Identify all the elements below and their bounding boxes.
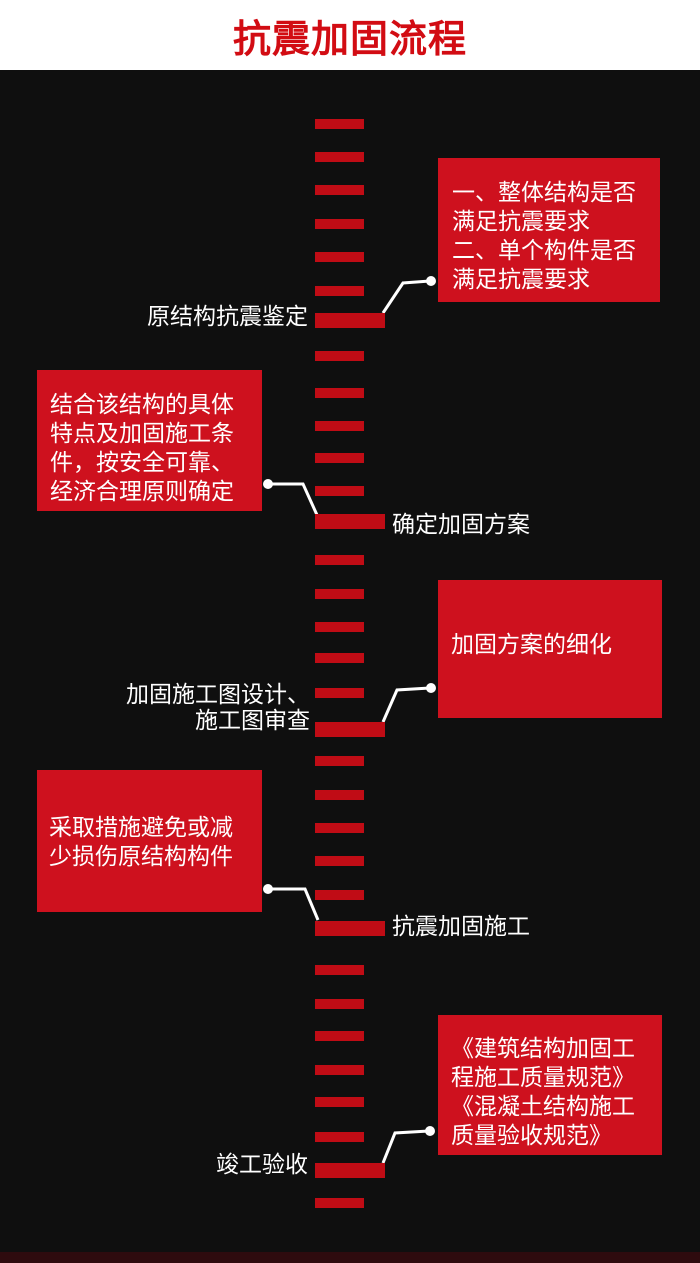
timeline-dash (315, 1031, 364, 1041)
timeline-dash (315, 185, 364, 195)
timeline-node-dash (315, 722, 385, 737)
timeline-dash (315, 688, 364, 698)
timeline-dash (315, 653, 364, 663)
timeline-dash (315, 1097, 364, 1107)
timeline-node-dash (315, 921, 385, 936)
timeline-dash (315, 555, 364, 565)
bottom-accent-bar (0, 1252, 700, 1263)
timeline-dash (315, 890, 364, 900)
step-label-original-structure-appraisal: 原结构抗震鉴定 (147, 303, 308, 329)
connector-callout2-to-step2 (263, 479, 319, 516)
connector-step1-to-callout1 (381, 276, 436, 314)
timeline-dash (315, 790, 364, 800)
timeline-dash (315, 388, 364, 398)
connector-step5-to-callout5 (381, 1126, 435, 1164)
timeline-dash (315, 823, 364, 833)
step-label-completion-acceptance: 竣工验收 (216, 1151, 308, 1177)
timeline-dash (315, 589, 364, 599)
callout-plan-principles: 结合该结构的具体 特点及加固施工条 件，按安全可靠、 经济合理原则确定 (37, 370, 262, 511)
timeline-dash (315, 1132, 364, 1142)
timeline-dash (315, 756, 364, 766)
step-label-determine-plan: 确定加固方案 (392, 511, 530, 537)
timeline-dash (315, 421, 364, 431)
page-title: 抗震加固流程 (232, 18, 467, 61)
timeline-dash (315, 453, 364, 463)
callout-avoid-damage: 采取措施避免或减 少损伤原结构构件 (37, 770, 262, 912)
connector-step3-to-callout3 (381, 683, 436, 723)
timeline-dash (315, 219, 364, 229)
timeline-node-dash (315, 514, 385, 529)
timeline-dash (315, 1065, 364, 1075)
connector-callout4-to-step4 (263, 884, 320, 921)
step-label-drawing-design-review: 加固施工图设计、 施工图审查 (126, 681, 310, 733)
timeline-dash (315, 622, 364, 632)
timeline-node-dash (315, 1163, 385, 1178)
timeline-dash (315, 856, 364, 866)
timeline-dash (315, 351, 364, 361)
timeline-dash (315, 119, 364, 129)
timeline-dash (315, 152, 364, 162)
timeline-dash (315, 486, 364, 496)
callout-quality-specifications: 《建筑结构加固工 程施工质量规范》 《混凝土结构施工 质量验收规范》 (438, 1015, 662, 1155)
timeline-node-dash (315, 313, 385, 328)
timeline-dash (315, 965, 364, 975)
callout-plan-refinement: 加固方案的细化 (438, 580, 662, 718)
step-label-reinforcement-construction: 抗震加固施工 (392, 913, 530, 939)
page-header: 抗震加固流程 (0, 0, 700, 70)
timeline-dash (315, 999, 364, 1009)
timeline-dash (315, 286, 364, 296)
timeline-dash (315, 1198, 364, 1208)
timeline-dash (315, 252, 364, 262)
callout-seismic-requirements: 一、整体结构是否 满足抗震要求 二、单个构件是否 满足抗震要求 (438, 158, 660, 302)
